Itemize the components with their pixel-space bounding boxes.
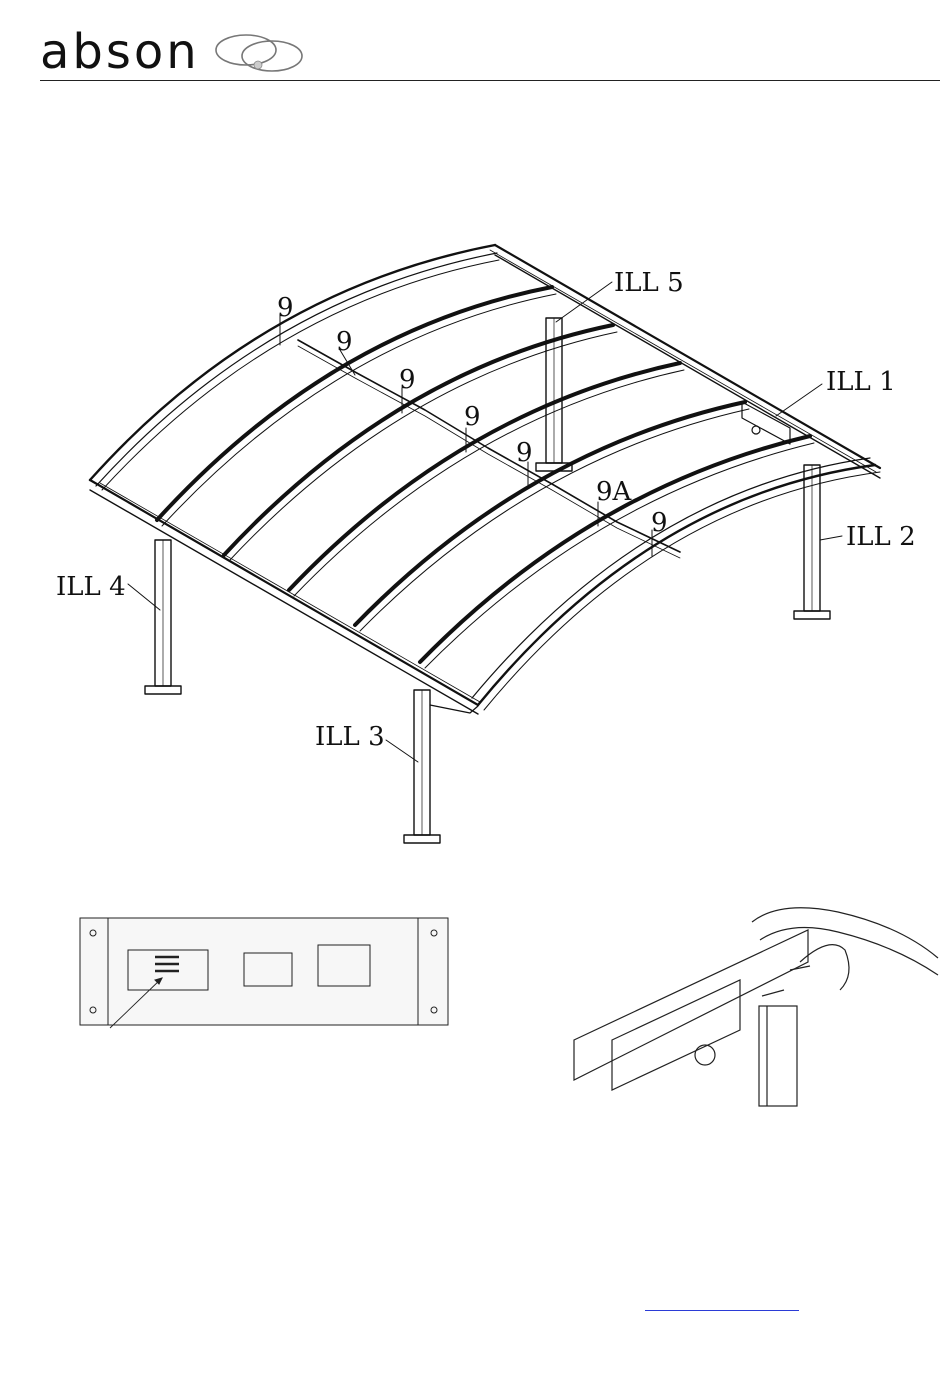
post-rear-right	[794, 465, 830, 619]
hyperlink-underline[interactable]	[645, 1310, 799, 1311]
callout-leaders	[128, 282, 842, 762]
roof-right-beam	[490, 245, 880, 478]
junction-detail	[574, 908, 938, 1106]
callout-part-9: 9	[336, 329, 353, 355]
callout-ill-5: ILL 5	[614, 270, 684, 296]
roof-left-beam	[90, 480, 480, 714]
roof-rafters	[157, 287, 814, 668]
callout-part-9: 9	[651, 510, 668, 536]
callout-ill-4: ILL 4	[56, 574, 126, 600]
callout-part-9: 9	[464, 404, 481, 430]
post-rear-left	[536, 318, 572, 471]
panel-detail	[80, 918, 448, 1028]
callout-part-9: 9	[277, 295, 294, 321]
callout-ill-1: ILL 1	[826, 369, 896, 395]
post-front-left	[145, 540, 181, 694]
roof-front-edge	[472, 458, 880, 710]
callout-part-9a: 9A	[596, 479, 631, 505]
callout-part-9: 9	[399, 367, 416, 393]
post-front-right	[404, 690, 478, 843]
callout-ill-3: ILL 3	[315, 724, 385, 750]
roof-back-edge	[90, 245, 499, 490]
callout-part-9: 9	[516, 440, 533, 466]
callout-ill-2: ILL 2	[846, 524, 916, 550]
